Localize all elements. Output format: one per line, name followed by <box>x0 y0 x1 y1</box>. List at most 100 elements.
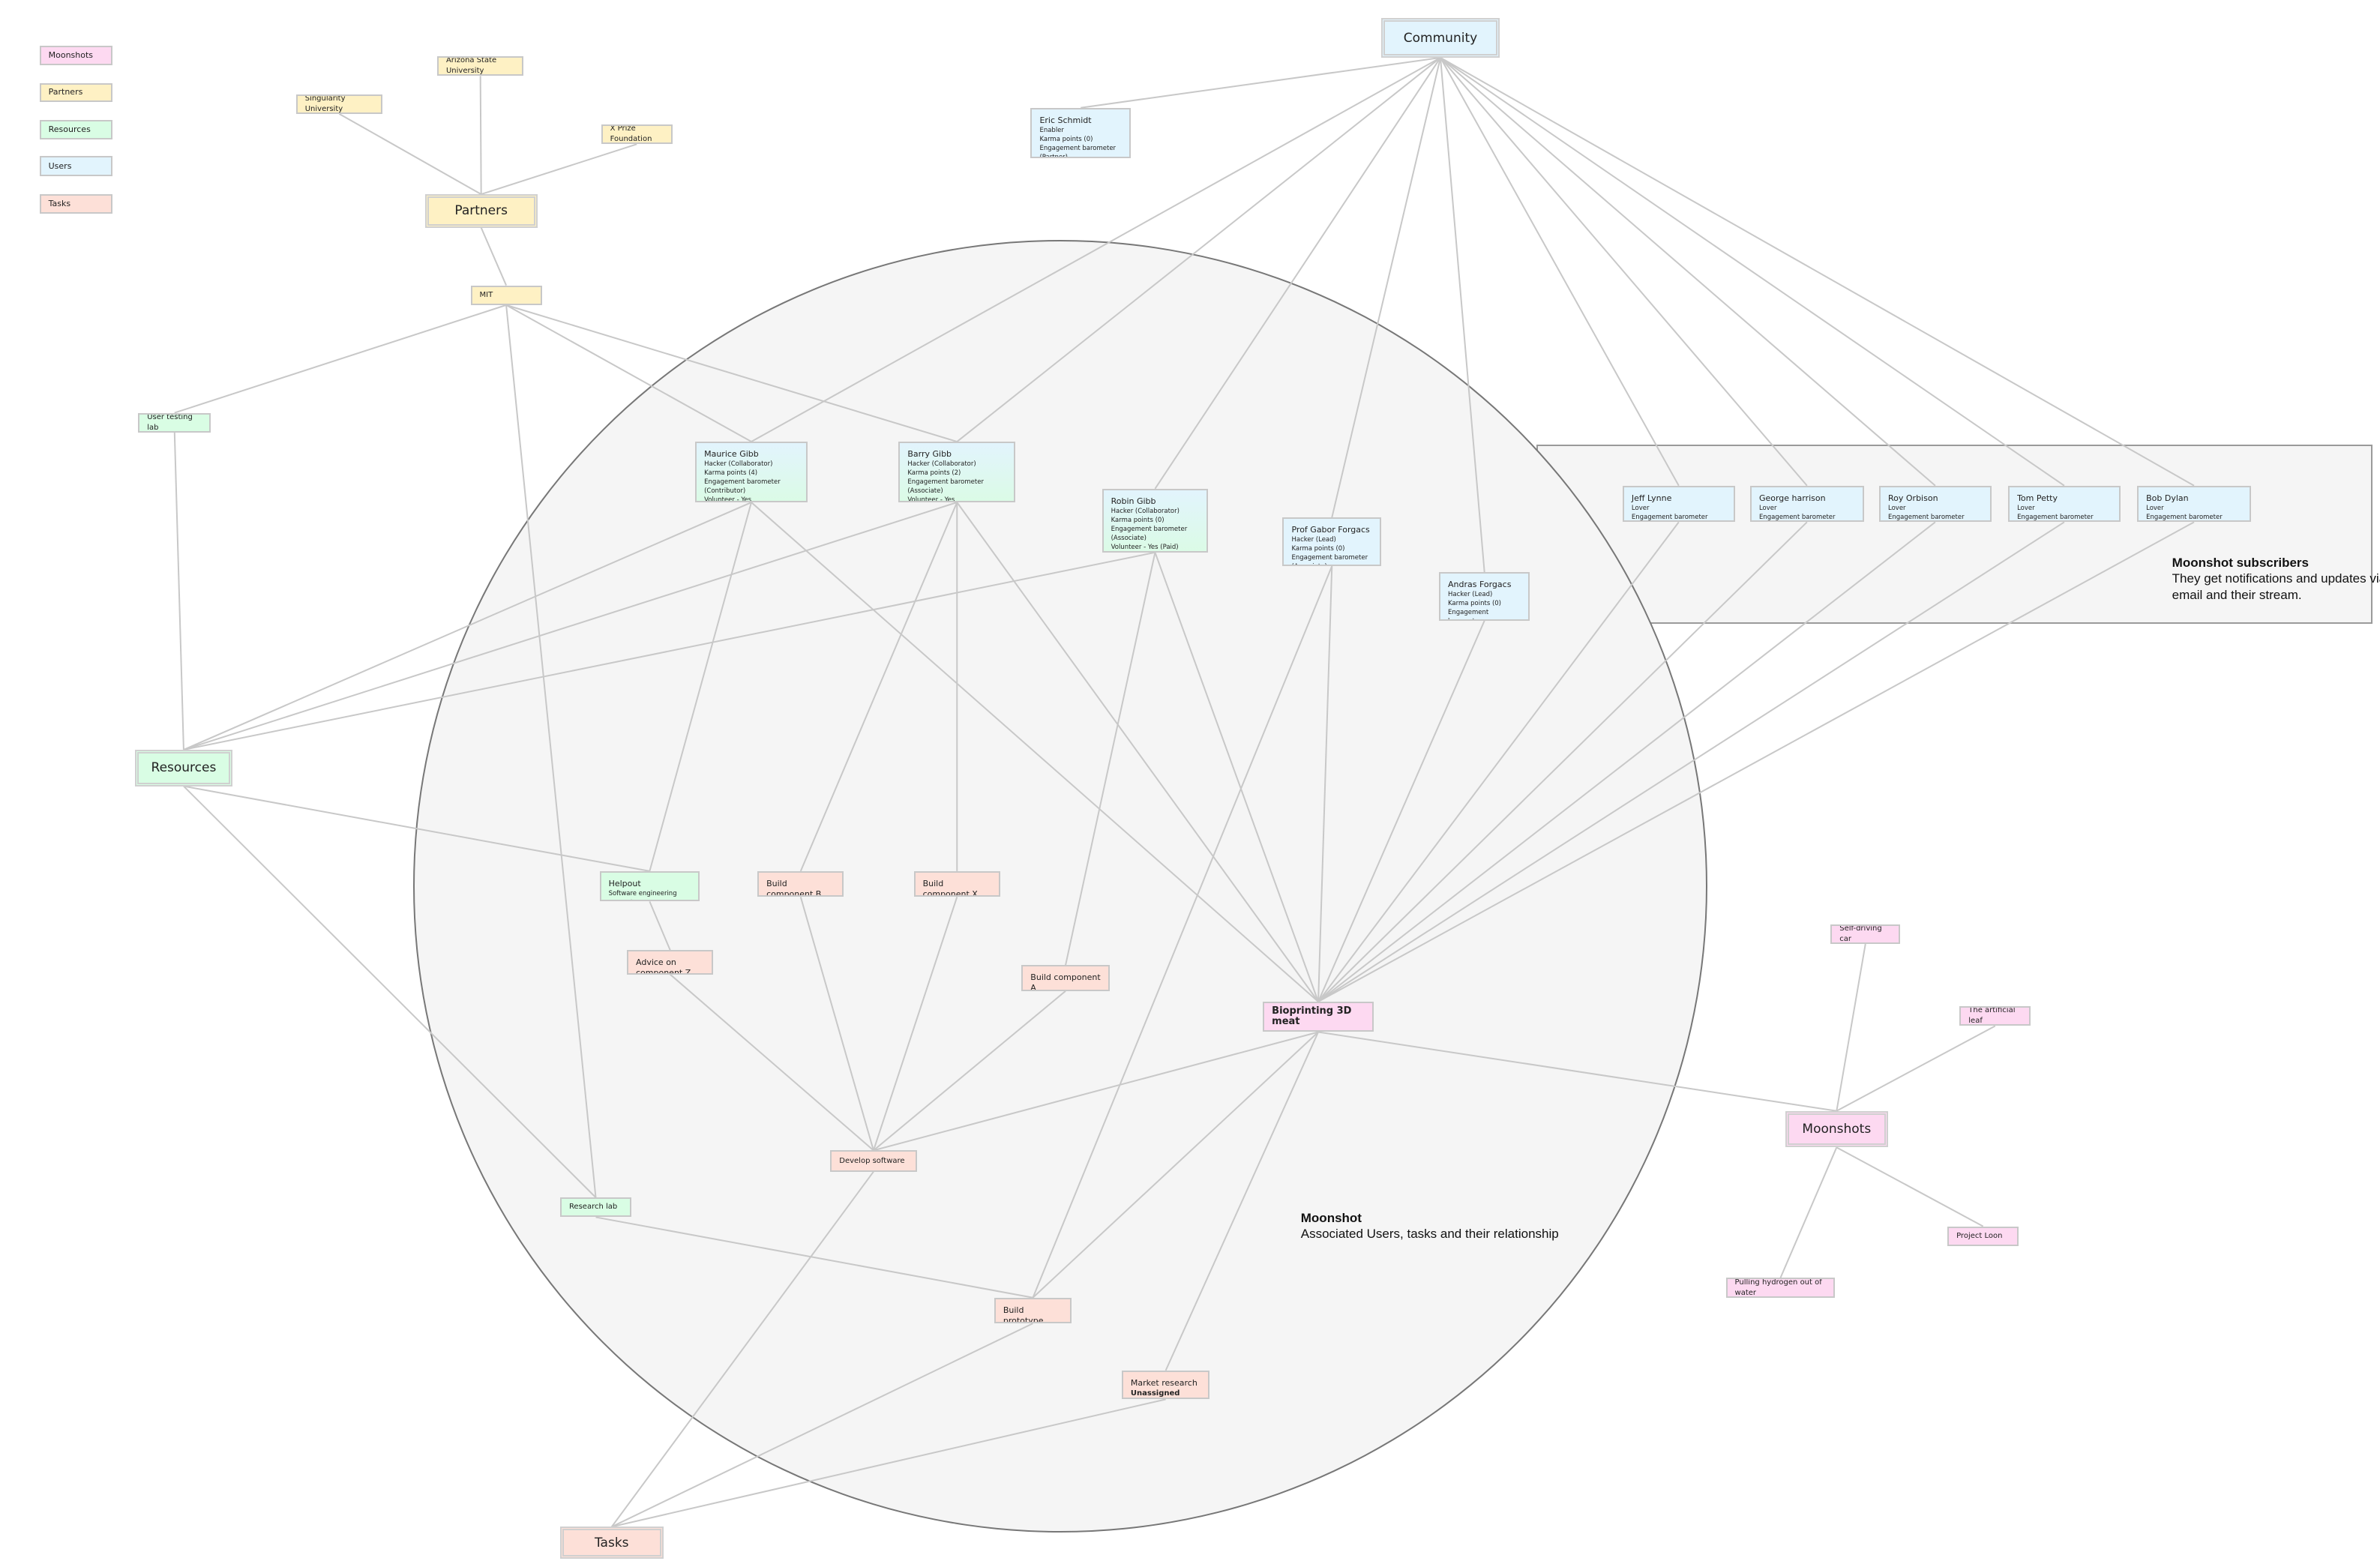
connector-buildb-develop <box>799 897 874 1151</box>
node-title: Maurice Gibb <box>704 449 759 460</box>
node-detail: Karma points (0) <box>1291 545 1345 553</box>
node-label: Moonshots <box>48 49 94 60</box>
connector-h-moonshots-selfdriving <box>1836 943 1866 1111</box>
legend-tasks[interactable]: Tasks <box>39 194 112 214</box>
legend-part[interactable]: Partners <box>39 83 112 102</box>
connector-h-moonshots-loon <box>1836 1146 1984 1227</box>
node-detail: Engagement barometer (Advocate) <box>2146 513 2223 521</box>
node-content: Self-driving car <box>1839 926 1891 942</box>
legend-res[interactable]: Resources <box>39 119 112 140</box>
node-title: MIT <box>479 290 493 299</box>
hub-resources[interactable]: Resources <box>135 749 232 786</box>
node-content: Build prototypeAssigned <box>1003 1305 1063 1322</box>
connector-gabor-bioprinting <box>1317 566 1333 1002</box>
connector-market-h-tasks <box>611 1398 1166 1528</box>
node-detail: Engagement barometer (Contributor) <box>2017 513 2094 521</box>
node-detail: Karma points (0) <box>1447 600 1501 608</box>
connector-h-community-robin <box>1154 57 1441 490</box>
node-researchlab[interactable]: Research lab <box>559 1197 632 1218</box>
connector-usertesting-h-resources <box>173 432 184 751</box>
node-content: Build component XAssigned <box>923 879 991 895</box>
connector-h-partners-xprize <box>481 143 637 196</box>
hub-tasks[interactable]: Tasks <box>559 1527 664 1559</box>
node-content: Arizona State University <box>446 58 514 74</box>
node-prototype[interactable]: Build prototypeAssigned <box>994 1297 1072 1324</box>
node-content: Build component BAssigned <box>766 879 835 895</box>
node-buildx[interactable]: Build component XAssigned <box>913 870 1000 897</box>
legend-users[interactable]: Users <box>39 156 112 176</box>
subscribers-note: Moonshot subscribers They get notificati… <box>2172 556 2380 604</box>
node-title: Roy Orbison <box>1888 493 1938 503</box>
node-detail: Engagement barometer <box>1447 609 1489 619</box>
node-hydrogen[interactable]: Pulling hydrogen out of water <box>1725 1278 1836 1298</box>
node-title: Robin Gibb <box>1111 496 1156 506</box>
connector-robin-builda <box>1065 552 1156 966</box>
node-content: Develop software <box>839 1156 904 1167</box>
connector-advicez-develop <box>670 973 874 1152</box>
node-detail: Karma points (4) <box>704 469 758 478</box>
node-detail: Engagement barometer (Advocate) <box>1758 513 1836 521</box>
node-usertesting[interactable]: User testing lab <box>138 412 211 433</box>
node-singularity[interactable]: Singularity University <box>295 94 383 114</box>
node-detail: Hacker (Lead) <box>1291 536 1336 544</box>
subscribers-note-text: They get notifications and updates via e… <box>2172 571 2380 602</box>
node-mit[interactable]: MIT <box>470 285 542 305</box>
hub-moonshots[interactable]: Moonshots <box>1785 1110 1889 1148</box>
node-title: X Prize Foundation <box>610 124 652 144</box>
node-content: MIT <box>480 290 493 301</box>
node-buildb[interactable]: Build component BAssigned <box>757 870 844 897</box>
hub-partners[interactable]: Partners <box>424 194 538 228</box>
node-bioprinting[interactable]: Bioprinting 3D meat <box>1263 1001 1374 1032</box>
legend-moon[interactable]: Moonshots <box>39 45 112 66</box>
node-leaf[interactable]: The artificial leaf <box>1959 1006 2031 1026</box>
connector-maurice-helpout <box>649 502 752 872</box>
node-detail: Hacker (Collaborator) <box>907 460 976 469</box>
connector-h-community-eric <box>1081 56 1441 109</box>
node-content: Research lab <box>569 1202 617 1212</box>
node-content: Build component AAssigned <box>1030 972 1100 989</box>
node-builda[interactable]: Build component AAssigned <box>1021 965 1110 991</box>
node-develop[interactable]: Develop software <box>830 1150 917 1172</box>
node-advicez[interactable]: Advice on component ZAssigned <box>627 950 714 975</box>
node-title: The artificial leaf <box>1968 1006 2016 1026</box>
connector-bioprinting-prototype <box>1032 1031 1319 1299</box>
node-detail: Software engineering support <box>608 889 677 900</box>
node-title: Singularity University <box>304 94 346 113</box>
connector-h-partners-singularity <box>338 112 482 195</box>
node-content: Singularity University <box>304 94 373 113</box>
node-xprize[interactable]: X Prize Foundation <box>601 124 673 145</box>
connector-h-resources-researchlab <box>183 785 597 1198</box>
connector-gabor-prototype <box>1032 565 1333 1299</box>
node-arizona[interactable]: Arizona State University <box>436 55 524 76</box>
hub-community[interactable]: Community <box>1381 18 1500 58</box>
node-selfdriving[interactable]: Self-driving car <box>1830 924 1901 945</box>
node-title: Research lab <box>568 1203 618 1212</box>
connector-helpout-advicez <box>649 901 671 951</box>
node-loon[interactable]: Project Loon <box>1947 1226 2019 1246</box>
connector-maurice-h-resources <box>183 502 752 751</box>
node-label: Partners <box>454 203 508 219</box>
node-detail: Volunteer - Yes <box>907 496 955 503</box>
node-detail: Engagement barometer (Contributor) <box>704 478 781 496</box>
node-content: Bioprinting 3D meat <box>1272 1006 1365 1027</box>
